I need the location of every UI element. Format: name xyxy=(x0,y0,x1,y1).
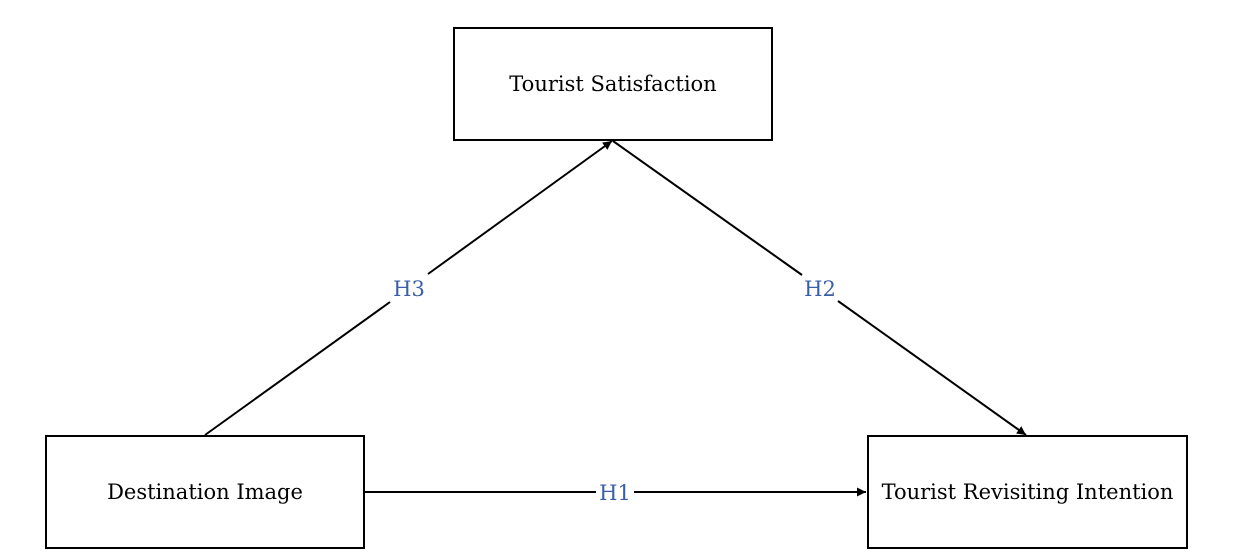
edge-h3: H3 xyxy=(204,140,613,436)
node-destination-image-label: Destination Image xyxy=(107,480,303,504)
edge-h3-line-lower xyxy=(204,301,391,436)
edge-h2-label: H2 xyxy=(804,277,836,301)
edge-h3-line-upper xyxy=(427,140,613,275)
node-tourist-revisiting-intention: Tourist Revisiting Intention xyxy=(867,435,1188,549)
node-tourist-satisfaction-label: Tourist Satisfaction xyxy=(509,72,717,96)
node-tourist-revisiting-intention-label: Tourist Revisiting Intention xyxy=(881,480,1174,504)
edge-h2-line-upper xyxy=(612,140,803,276)
node-tourist-satisfaction: Tourist Satisfaction xyxy=(453,27,773,141)
edge-h2-line-lower xyxy=(837,300,1027,436)
edge-h2: H2 xyxy=(612,140,1027,436)
edge-h1: H1 xyxy=(365,481,866,505)
edge-h3-label: H3 xyxy=(393,277,425,301)
edge-h1-label: H1 xyxy=(599,481,631,505)
node-destination-image: Destination Image xyxy=(45,435,365,549)
